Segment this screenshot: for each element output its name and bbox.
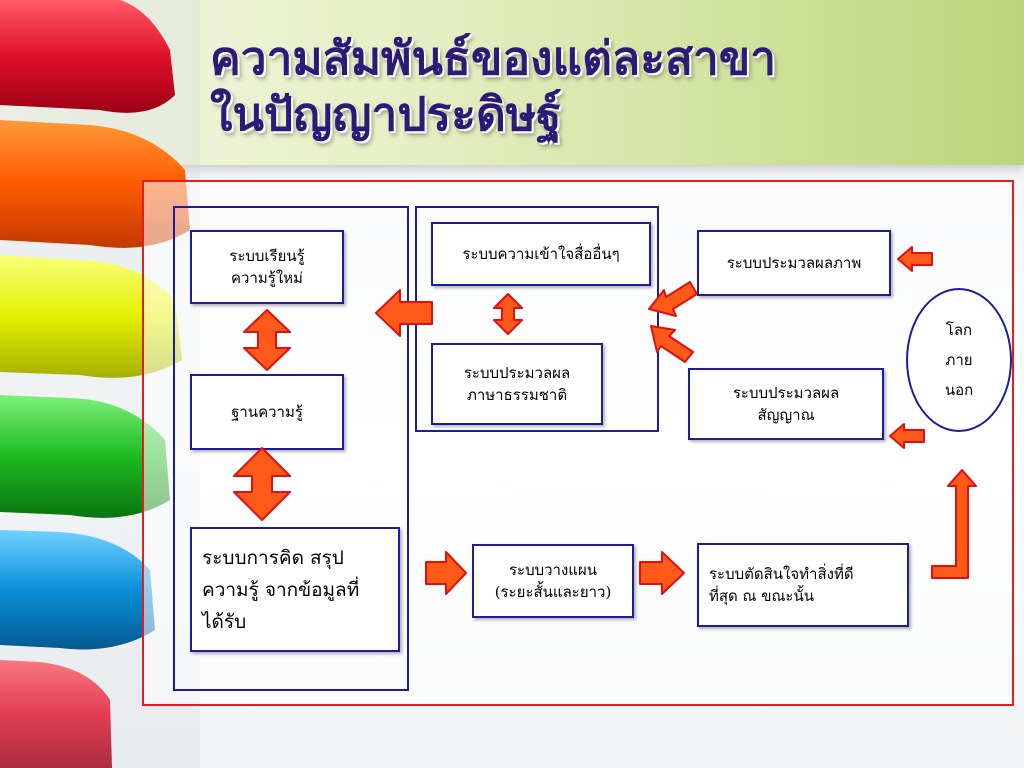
node-reasoning: ระบบการคิด สรุป ความรู้ จากข้อมูลที่ ได้… xyxy=(190,527,400,652)
arrow-image-to-middle xyxy=(648,281,698,317)
arrow-reasoning-to-planning xyxy=(425,551,467,595)
title-line-1: ความสัมพันธ์ของแต่ละสาขา xyxy=(210,31,777,85)
node-media-understanding: ระบบความเข้าใจสื่ออื่นๆ xyxy=(431,222,651,286)
slide-title: ความสัมพันธ์ของแต่ละสาขา ในปัญญาประดิษฐ์ xyxy=(210,30,1010,142)
node-learn-new-knowledge: ระบบเรียนรู้ ความรู้ใหม่ xyxy=(190,230,344,304)
node-label: ระบบประมวลผล xyxy=(732,384,840,402)
arrow-signal-to-middle xyxy=(650,325,694,363)
double-arrow-knowledge-reasoning xyxy=(233,447,291,521)
node-outside-world: โลก ภาย นอก xyxy=(906,288,1012,432)
node-label: ระบบความเข้าใจสื่ออื่นๆ xyxy=(462,245,620,263)
node-label: ภาษาธรรมชาติ xyxy=(466,386,568,404)
node-knowledge-base: ฐานความรู้ xyxy=(190,374,344,450)
node-signal-processing: ระบบประมวลผล สัญญาณ xyxy=(688,368,884,440)
node-label: ระบบเรียนรู้ xyxy=(229,247,305,265)
node-label: ระบบการคิด สรุป xyxy=(202,546,344,569)
node-label: โลก xyxy=(945,321,973,339)
double-arrow-understanding-nlp xyxy=(493,293,523,335)
arrow-planning-to-decision xyxy=(639,551,685,595)
node-label: ได้รับ xyxy=(202,610,247,633)
node-planning: ระบบวางแผน (ระยะสั้นและยาว) xyxy=(472,544,634,618)
title-line-2: ในปัญญาประดิษฐ์ xyxy=(210,87,562,141)
node-label: นอก xyxy=(944,381,974,399)
node-label: สัญญาณ xyxy=(757,406,815,424)
arrow-decision-to-outside xyxy=(931,469,977,579)
node-image-processing: ระบบประมวลผลภาพ xyxy=(697,230,891,296)
node-label: (ระยะสั้นและยาว) xyxy=(494,583,612,601)
node-natural-language-processing: ระบบประมวลผล ภาษาธรรมชาติ xyxy=(431,343,603,425)
node-label: ระบบประมวลผล xyxy=(463,364,571,382)
node-label: ระบบประมวลผลภาพ xyxy=(726,254,862,272)
left-group xyxy=(173,206,409,691)
node-label: ฐานความรู้ xyxy=(231,403,303,421)
node-label: ระบบตัดสินใจทำสิ่งที่ดี xyxy=(709,565,854,583)
node-label: ภาย xyxy=(945,351,973,369)
node-label: ความรู้ใหม่ xyxy=(231,269,303,287)
arrow-left-to-learning xyxy=(375,289,433,337)
node-label: ระบบวางแผน xyxy=(508,561,598,579)
node-decision-making: ระบบตัดสินใจทำสิ่งที่ดี ที่สุด ณ ขณะนั้น xyxy=(697,543,909,627)
node-label: ที่สุด ณ ขณะนั้น xyxy=(709,587,814,605)
node-label: ความรู้ จากข้อมูลที่ xyxy=(202,578,360,601)
arrow-outside-to-signal xyxy=(889,423,925,449)
arrow-outside-to-image xyxy=(897,246,933,272)
double-arrow-learn-knowledge xyxy=(243,309,291,371)
